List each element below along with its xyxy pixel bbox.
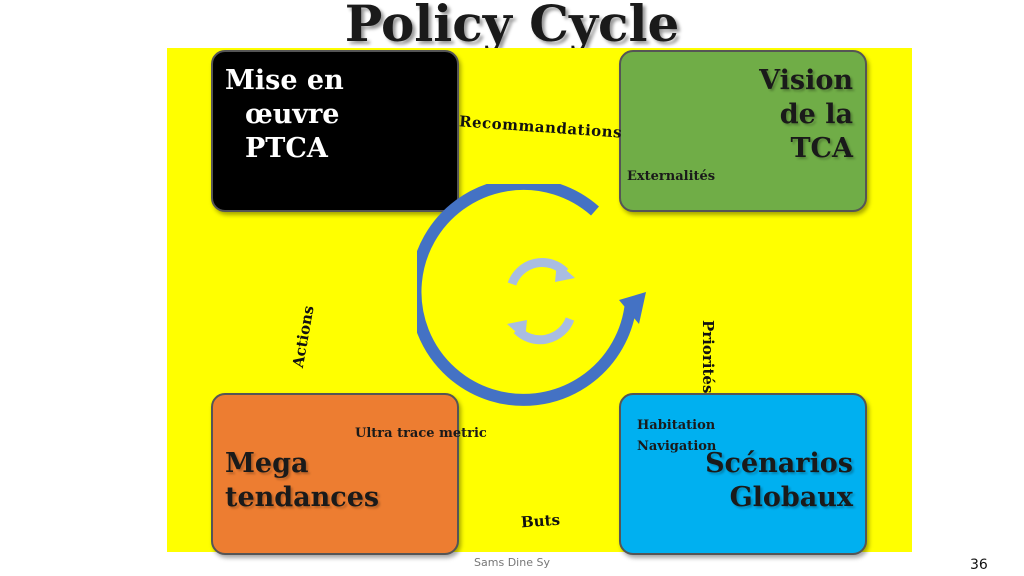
edge-label-recommandations: Recommandations [458,112,623,142]
box-line: TCA [790,133,853,164]
box-line: PTCA [245,133,328,164]
box-line: tendances [225,482,380,513]
edge-label-priorites: Priorités [699,320,717,394]
refresh-icon [507,258,575,345]
box-line: Vision [759,65,853,96]
ultra-trace-label: Ultra trace metric [355,426,487,441]
box-line: Mise en [225,65,344,96]
slide-title: Policy Cycle [344,0,680,53]
box-mega-tendances: Mega tendances [211,393,459,555]
diagram-panel: Mise en œuvre PTCA Vision de la TCA Exte… [167,48,912,555]
navigation-label: Navigation [637,439,717,454]
footer-author: Sams Dine Sy [474,556,550,569]
box-line: œuvre [245,99,340,130]
edge-label-actions: Actions [289,304,318,370]
box-line: de la [779,99,853,130]
page-number: 36 [970,557,988,573]
box-line: Globaux [729,482,853,513]
box-scenarios: Habitation Navigation Scénarios Globaux [619,393,867,555]
box-line: Mega [225,448,309,479]
edge-label-buts: Buts [520,510,561,532]
box-vision: Vision de la TCA Externalités [619,50,867,212]
box-mise-en-oeuvre: Mise en œuvre PTCA [211,50,459,212]
box-line: Scénarios [705,448,853,479]
cycle-arrow-icon [417,184,646,406]
habitation-label: Habitation [637,418,716,433]
externalites-label: Externalités [627,169,716,184]
